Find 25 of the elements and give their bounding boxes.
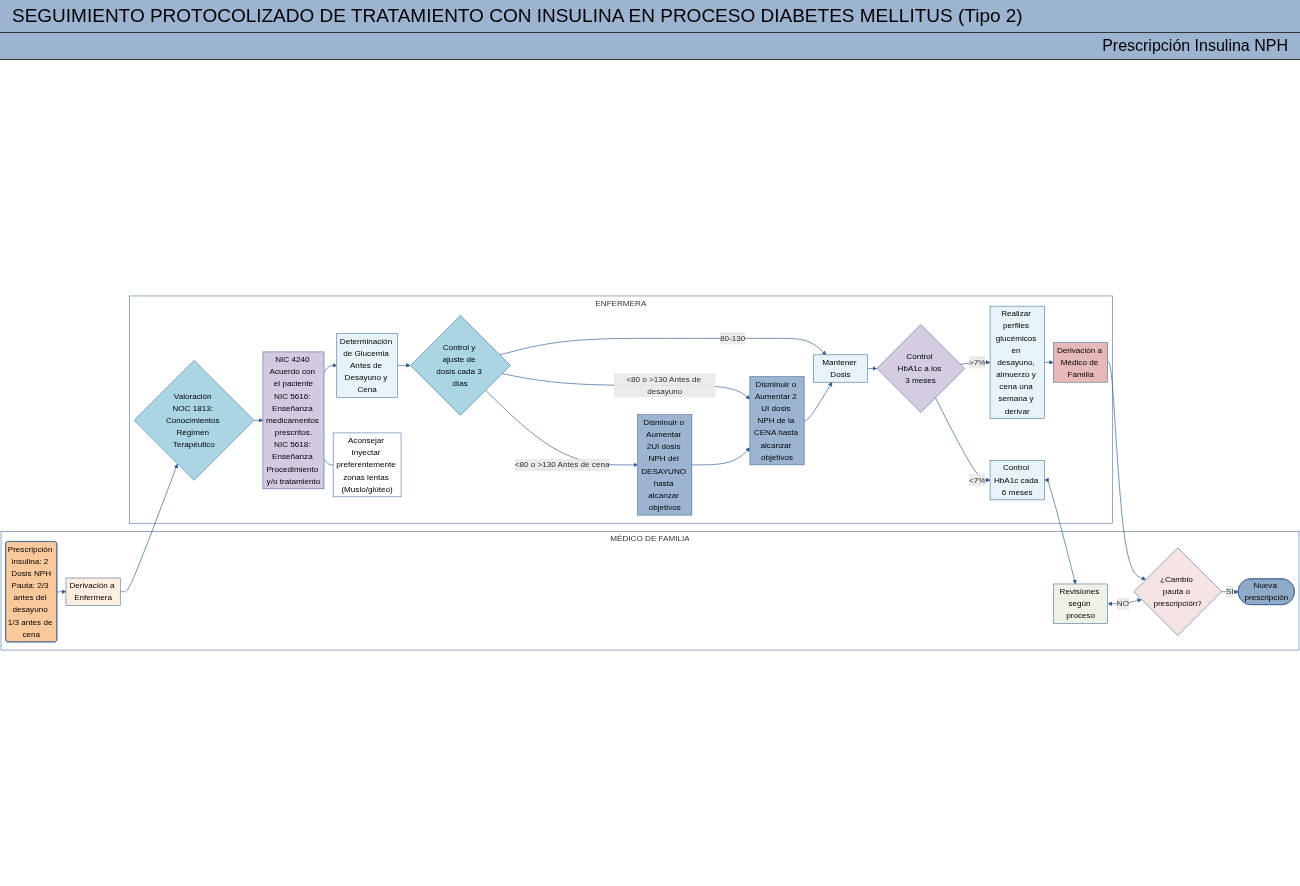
edge-label: >7%: [969, 357, 986, 367]
edge-label: <80 o >130 Antes de cena: [514, 460, 610, 469]
edge-label: 80-130: [720, 333, 746, 343]
node-box: Control HbA1c cada 6 meses: [989, 460, 1045, 501]
edge-label: NO: [1116, 599, 1130, 608]
node-diamond: Valoración NOC 1813: Conocimientos Régimen Terapéutico: [133, 360, 255, 481]
edge-label: SI: [1226, 587, 1234, 596]
node-diamond: ¿Cambio pauta o prescripción?: [1133, 547, 1222, 636]
diagram-title: SEGUIMIENTO PROTOCOLIZADO DE TRATAMIENTO CON INSULINA EN PROCESO DIABETES MELLITUS (Tipo 2): [0, 0, 1300, 33]
node-diamond: Control HbA1c a los 3 meses: [876, 324, 965, 413]
node-diamond: Control y ajuste de dosis cada 3 días: [410, 315, 511, 416]
connector: [323, 458, 334, 466]
node-box: Aconsejar Inyectar preferentemente zonas lentas (Muslo/glúteo): [332, 432, 402, 498]
node-box: Mantener Dosis: [813, 354, 868, 383]
edge-label: <80 o >130 Antes de desayuno: [626, 374, 702, 396]
node-box: NIC 4240 Acuerdo con el paciente NIC 5616: Enseñanza medicamentos prescritos. NIC 5618: Enseñanza Procedimiento y/o tratamiento: [262, 351, 325, 490]
node-box: Disminuir o Aumentar 2UI dosis NPH del DESAYUNO hasta alcanzar objetivos: [637, 414, 693, 516]
edge-label: <7%: [969, 475, 986, 485]
node-box: Disminuir o Aumentar 2 UI dosis NPH de la CENA hasta alcanzar objetivos: [749, 376, 805, 466]
node-box: Derivación a Médico de Familia: [1053, 342, 1108, 383]
section-band: Prescripción Insulina NPH: [0, 33, 1300, 60]
node-box: Revisiones según proceso: [1053, 583, 1108, 624]
node-box: Derivación a Enfermera: [65, 577, 121, 606]
node-box: Realizar perfiles glucémicos en desayuno, almuerzo y cena una semana y derivar: [989, 305, 1045, 419]
node-box: Determinación de Glucemia Antes de Desayuno y Cena: [336, 333, 398, 398]
